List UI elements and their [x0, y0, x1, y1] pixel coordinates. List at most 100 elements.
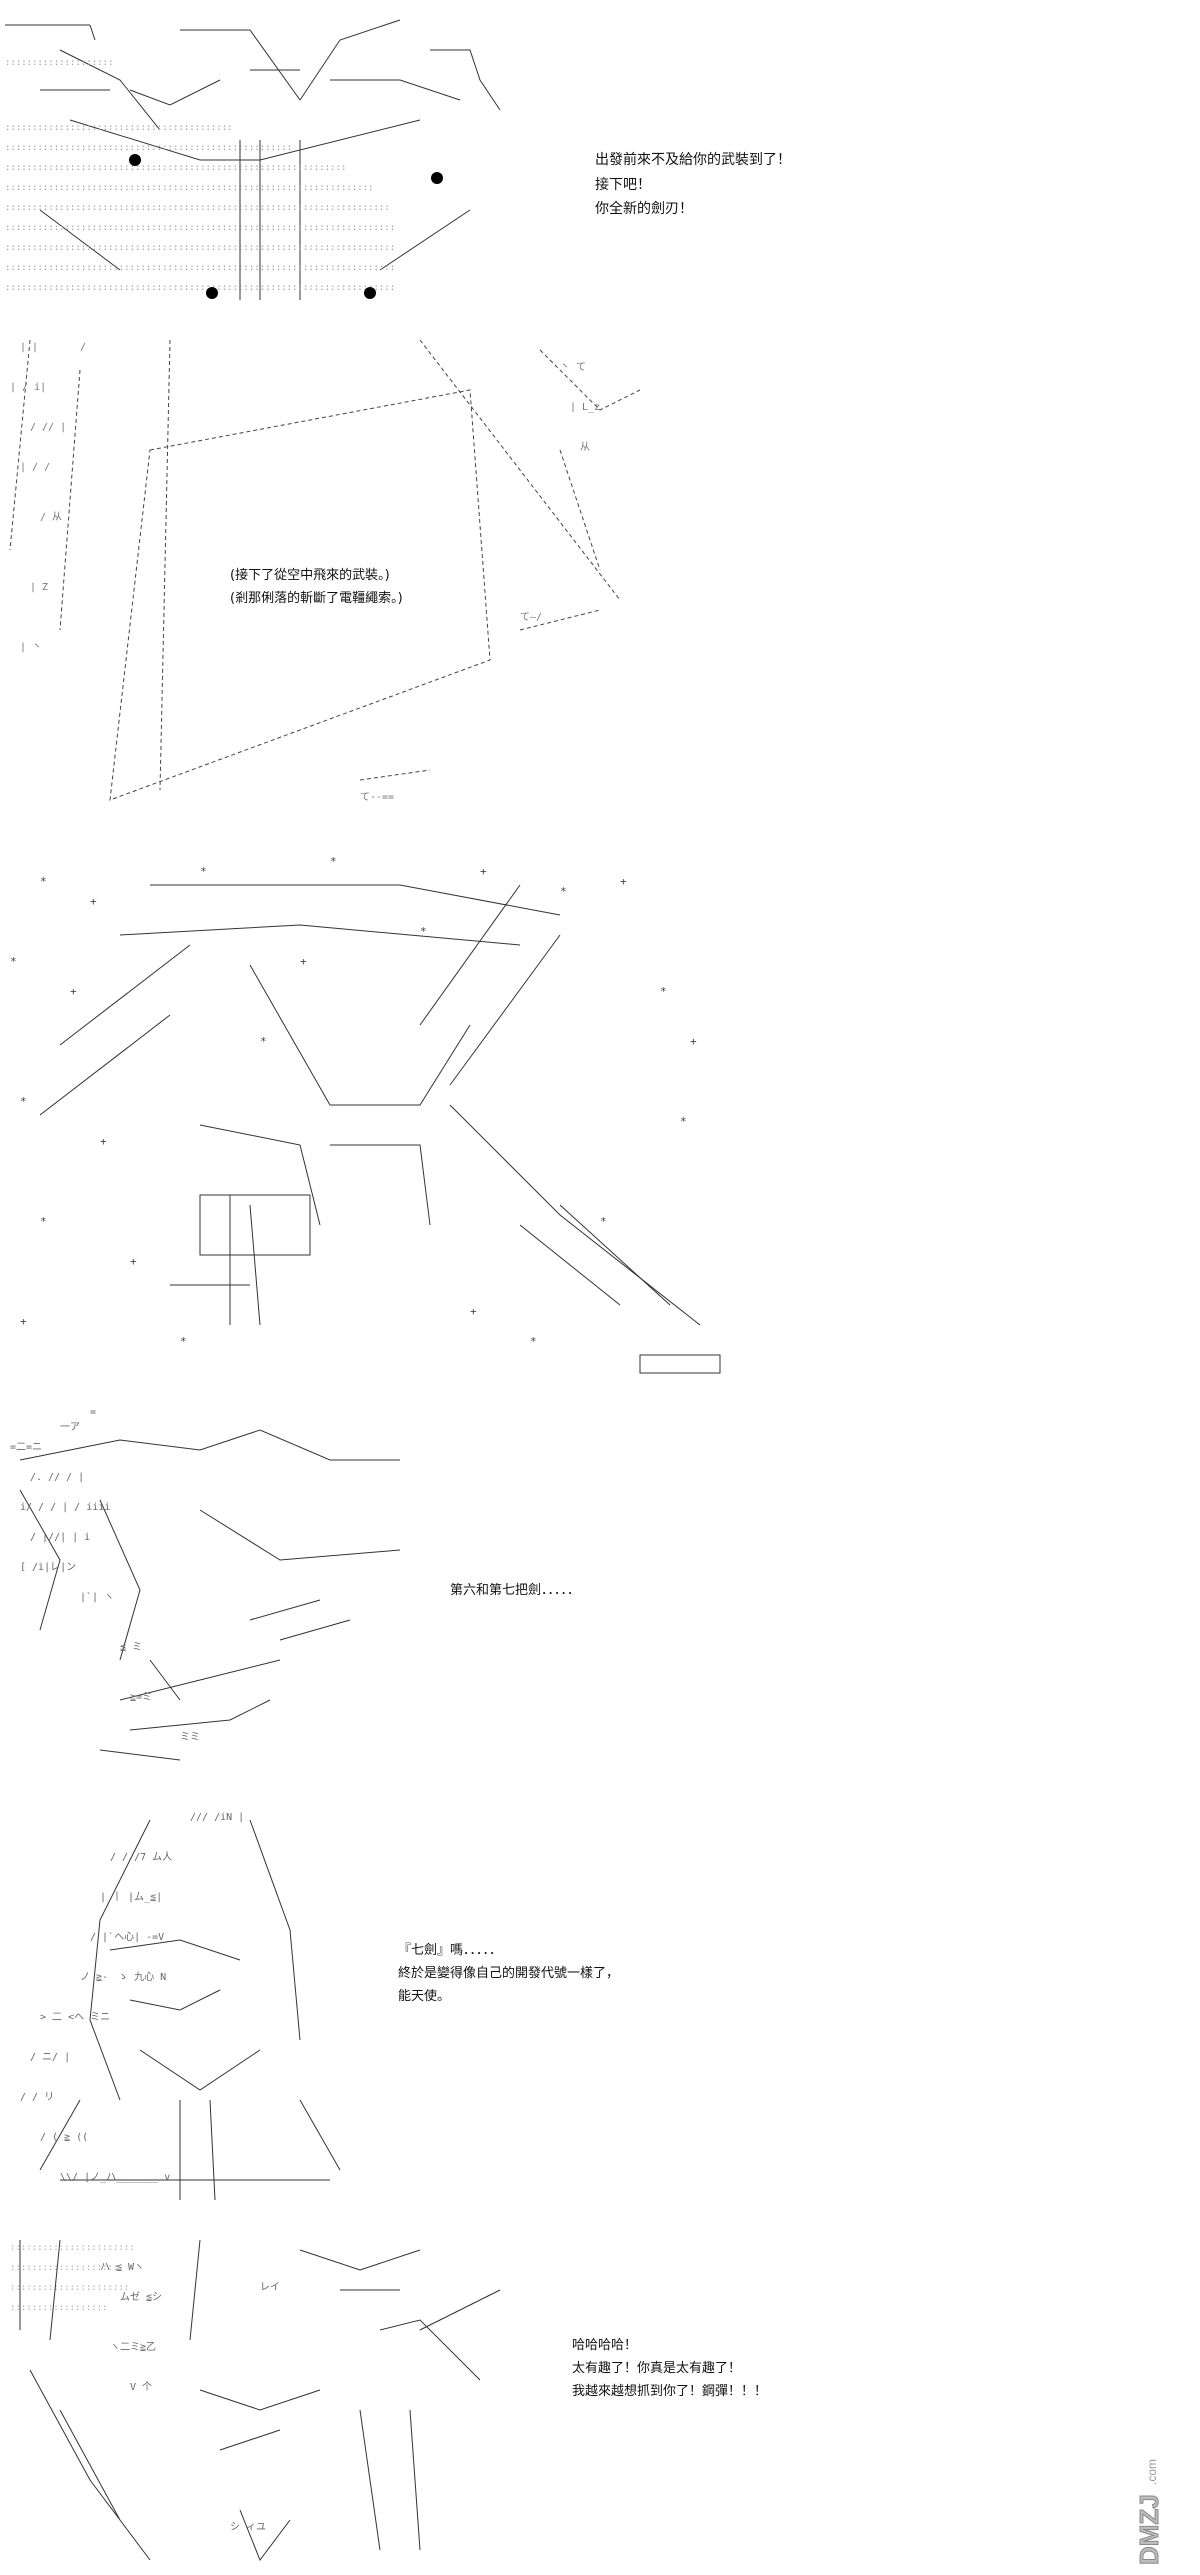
svg-text:::::::::::::::::::::::::::::::: ::::::::::::::::::::::::::::::::::::::::… [5, 203, 390, 213]
svg-text:::::::::::::::::::::::::::::::: ::::::::::::::::::::::::::::::::::::::::… [5, 263, 395, 273]
svg-text:/ // |: / // | [30, 422, 66, 433]
svg-text:::::::::::::::::::::::::::::::: ::::::::::::::::::::::::::::::::::::::::… [5, 283, 395, 293]
svg-text:=二=ニ: =二=ニ [10, 1442, 42, 1453]
svg-text:/// /iN |: /// /iN | [190, 1812, 244, 1823]
svg-text:=: = [90, 1407, 96, 1418]
svg-text:*: * [600, 1215, 607, 1228]
svg-text:::::::::::::::::::::::: :::::::::::::::::::::: [10, 2283, 129, 2293]
svg-text:/ |//| | i: / |//| | i [30, 1532, 90, 1543]
svg-text:/ ニ/ |: / ニ/ | [30, 2052, 70, 2063]
svg-text:+: + [690, 1035, 697, 1048]
ascii-art-gundam-starfield: * + * * + * + * + * + * + * * + * + * + * * + * [0, 845, 740, 1385]
svg-text:+: + [130, 1255, 137, 1268]
svg-text:/ 从: / 从 [40, 512, 62, 523]
dialogue-line: 終於是變得像自己的開發代號一樣了， [398, 1965, 620, 1981]
svg-text:::::::::::::::::::::::::::::::: ::::::::::::::::::::::::::::::::::::::::… [5, 223, 395, 233]
svg-text:+: + [620, 875, 627, 888]
svg-text:*: * [10, 955, 17, 968]
svg-text:≧=ミ: ≧=ミ [130, 1692, 152, 1703]
svg-text:\\/ |ノ_ハ_______ v: \\/ |ノ_ハ_______ v [60, 2172, 170, 2183]
svg-text:*: * [180, 1335, 187, 1348]
svg-text:| / i|: | / i| [10, 382, 46, 393]
svg-text:/: / [80, 342, 86, 353]
svg-text:+: + [300, 955, 307, 968]
svg-text:| 丨 |ム_≦|: | 丨 |ム_≦| [100, 1891, 162, 1903]
dialogue-line: 『七劍』嗎．．．．． [398, 1943, 503, 1958]
svg-text:| Z: | Z [30, 582, 48, 593]
svg-text:ムゼ ≦シ: ムゼ ≦シ [120, 2291, 162, 2303]
svg-text:て--==: て--== [360, 792, 394, 803]
watermark-logo: DMZJ .com [1118, 2420, 1182, 2570]
svg-text:シ ィユ: シ ィユ [230, 2522, 266, 2533]
svg-text:::::::::::::::::::::::::::::::: ::::::::::::::::::::::::::::::::::::::::… [5, 183, 373, 193]
svg-text:+: + [70, 985, 77, 998]
svg-text:::::::::::::::::::: :::::::::::::::::: [10, 2303, 108, 2313]
svg-text:*: * [420, 925, 427, 938]
svg-text:/ |`ヘ心| -=V: / |`ヘ心| -=V [90, 1931, 164, 1943]
dialogue-line: 太有趣了！你真是太有趣了！ [572, 2360, 742, 2376]
svg-text:ヽ二ミ≧乙: ヽ二ミ≧乙 [110, 2341, 156, 2353]
ascii-art-setsuna-portrait: /// /iN |/ / /7 ム人 | 丨 |ム_≦|/ |`ヘ心| -=V … [0, 1800, 400, 2210]
svg-text:> 二 <ヘ ミニ: > 二 <ヘ ミニ [40, 2012, 110, 2023]
dialogue-box-2: (接下了從空中飛來的武裝。) (剎那俐落的斬斷了電韁繩索。) [230, 565, 403, 611]
svg-text:/. // / |: /. // / | [30, 1472, 84, 1483]
ascii-art-gundam-closeup: :::::::::::::::::::: :::::::::::::::::::… [0, 10, 520, 310]
svg-text:| |: | | [20, 342, 38, 353]
svg-text:+: + [90, 895, 97, 908]
svg-text:::::::::::::::::::::::::::::::: ::::::::::::::::::::::::::::::::::::::::… [5, 143, 292, 153]
svg-text:| L_z: | L_z [570, 402, 600, 413]
svg-text:从: 从 [580, 442, 590, 453]
svg-text:::::::::::::::::::::: :::::::::::::::::::: [5, 58, 113, 68]
panel-2: | | / | / i| / // | | / / / 从 | Z | 丶 丶 て | L… [0, 330, 1200, 830]
svg-text:| / /: | / / [20, 462, 50, 473]
svg-text:*: * [560, 885, 567, 898]
dialogue-line: 你全新的劍刃！ [595, 201, 693, 217]
dialogue-line: (接下了從空中飛來的武裝。) [230, 568, 390, 583]
svg-text:*: * [660, 985, 667, 998]
svg-text:*: * [530, 1335, 537, 1348]
dialogue-line: 能天使。 [398, 1988, 451, 2004]
svg-text:レイ: レイ [260, 2282, 280, 2293]
svg-text:|`| ヽ: |`| ヽ [80, 1591, 114, 1603]
svg-text:ノ ≧- ゝ 九心 N: ノ ≧- ゝ 九心 N [80, 1971, 166, 1983]
panel-5: /// /iN |/ / /7 ム人 | 丨 |ム_≦|/ |`ヘ心| -=V … [0, 1800, 1200, 2210]
dialogue-line: 出發前來不及給你的武裝到了！ [595, 152, 791, 168]
dialogue-box-4: 第六和第七把劍．．．．． [450, 1580, 580, 1603]
svg-text::::::::::::::::::::::::: ::::::::::::::::::::::: [10, 2243, 135, 2253]
svg-text:+: + [470, 1305, 477, 1318]
panel-4: =一ア =二=ニ/. // / | i/ / / | / iiii/ |//| … [0, 1400, 1200, 1780]
svg-text:ミミ: ミミ [180, 1732, 200, 1743]
svg-text:.com: .com [1145, 2459, 1159, 2485]
svg-text:+: + [100, 1135, 107, 1148]
svg-text:i/ / / | / iiii: i/ / / | / iiii [20, 1502, 110, 1513]
dialogue-line: 接下吧！ [595, 176, 651, 193]
svg-text:ハ ≦ Wヽ: ハ ≦ Wヽ [100, 2262, 144, 2273]
ascii-art-laughing-pilot: ::::::::::::::::::::::: ::::::::::::::::… [0, 2230, 520, 2570]
svg-text:+: + [20, 1315, 27, 1328]
svg-text:≦ ミ: ≦ ミ [120, 1642, 142, 1653]
svg-text:V 个: V 个 [130, 2381, 152, 2393]
dialogue-line: 我越來越想抓到你了！鋼彈！！！ [572, 2383, 768, 2399]
ascii-art-weapon-catch: | | / | / i| / // | | / / / 从 | Z | 丶 丶 て | L… [0, 330, 680, 830]
svg-text:*: * [20, 1095, 27, 1108]
svg-text:::::::::::::::::::::::::::::::: ::::::::::::::::::::::::::::::::::::::::… [5, 123, 233, 133]
svg-text:丶 て: 丶 て [560, 362, 586, 373]
svg-text:*: * [260, 1035, 267, 1048]
svg-text:| 丶: | 丶 [20, 642, 42, 653]
svg-text:*: * [40, 1215, 47, 1228]
svg-text:*: * [330, 855, 337, 868]
svg-text:*: * [680, 1115, 687, 1128]
svg-text:::::::::::::::::::::::::::::::: ::::::::::::::::::::::::::::::::::::::::… [5, 163, 346, 173]
svg-text:*: * [200, 865, 207, 878]
ascii-art-setsuna-swords: =一ア =二=ニ/. // / | i/ / / | / iiii/ |//| … [0, 1400, 420, 1780]
svg-text:DMZJ: DMZJ [1134, 2494, 1164, 2565]
dialogue-line: 哈哈哈哈！ [572, 2338, 638, 2353]
panel-1: :::::::::::::::::::: :::::::::::::::::::… [0, 0, 1200, 320]
svg-text:て—/: て—/ [520, 612, 542, 623]
svg-text:*: * [40, 875, 47, 888]
dialogue-line: (剎那俐落的斬斷了電韁繩索。) [230, 590, 403, 606]
svg-text:+: + [480, 865, 487, 878]
panel-3: * + * * + * + * + * + * + * * + * + * + * * + * [0, 845, 1200, 1385]
svg-text:/ / リ: / / リ [20, 2092, 54, 2103]
dialogue-box-5: 『七劍』嗎．．．．． 終於是變得像自己的開發代號一樣了， 能天使。 [398, 1940, 619, 2008]
